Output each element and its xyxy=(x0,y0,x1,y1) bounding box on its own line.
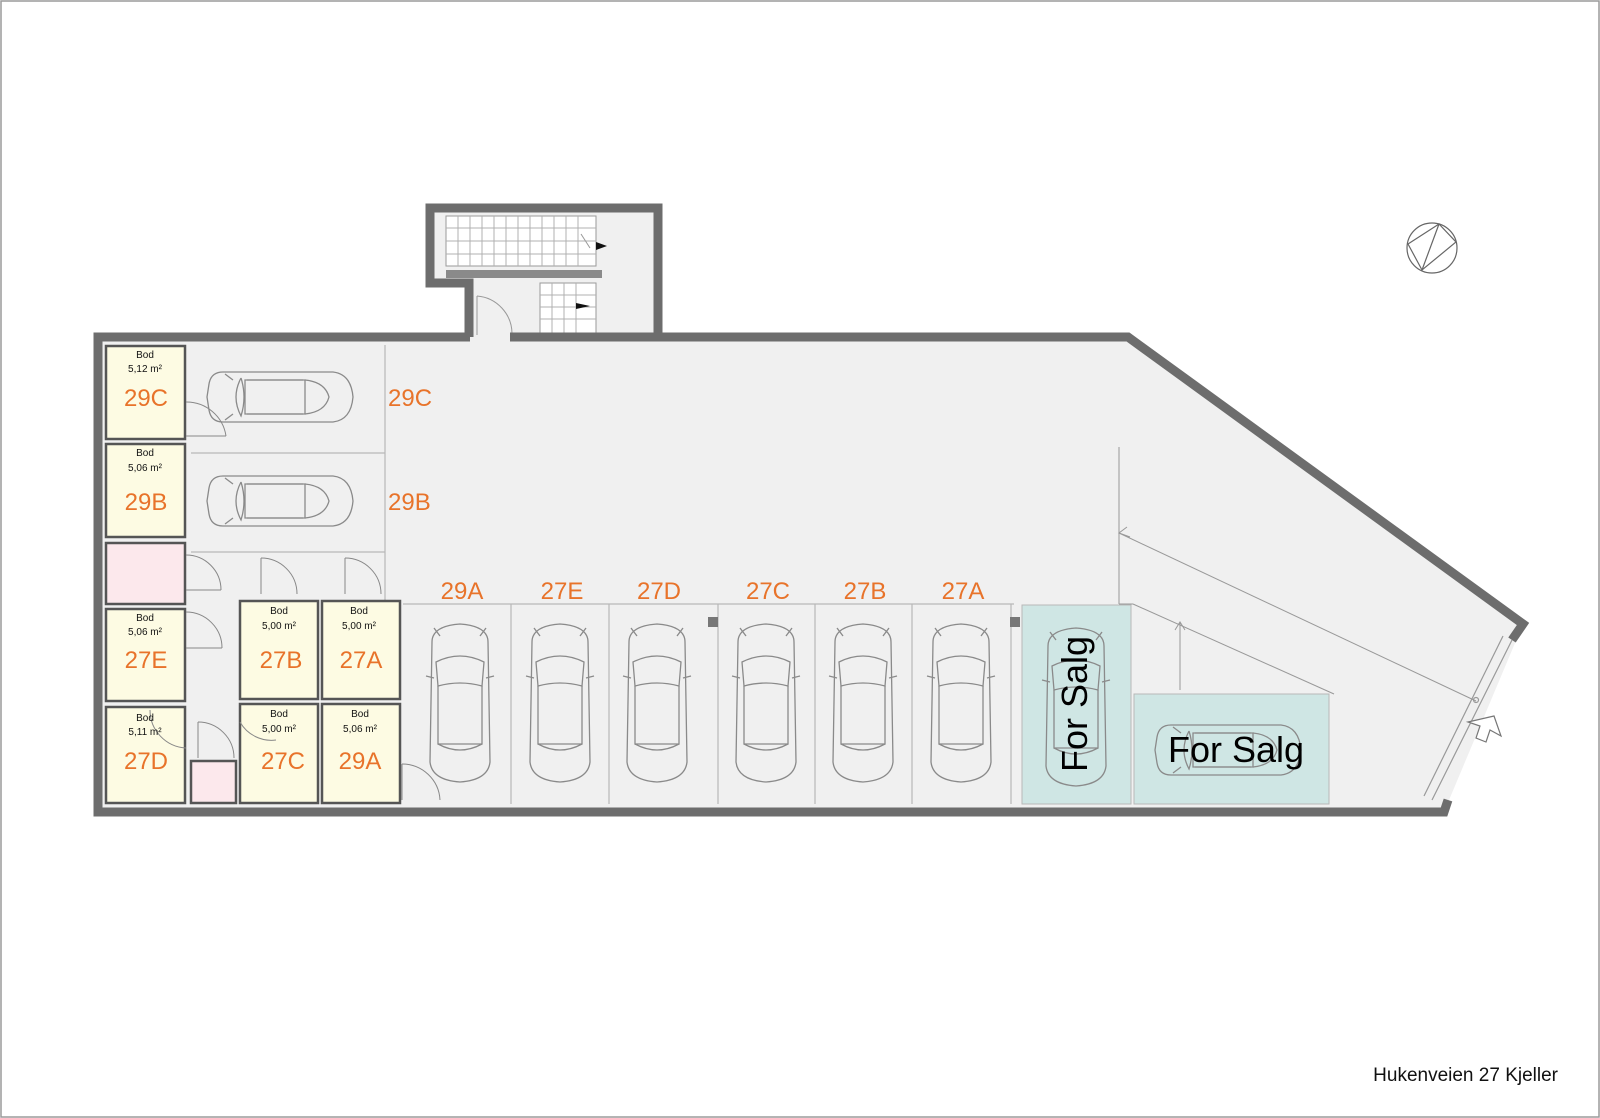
column xyxy=(1010,617,1020,627)
column xyxy=(708,617,718,627)
bod-title: Bod xyxy=(136,713,154,724)
bod-area: 5,06 m² xyxy=(128,627,163,638)
parking-label-row: 27D xyxy=(637,578,681,605)
storage-cells xyxy=(104,344,402,805)
garage-floor xyxy=(98,337,1523,812)
storage-labels: Bod 5,12 m² 29C Bod 5,06 m² 29B Bod 5,06… xyxy=(124,350,382,775)
ramp-lines xyxy=(1117,447,1477,702)
bod-unit: 29C xyxy=(124,385,168,412)
bod-title: Bod xyxy=(270,709,288,720)
parking-label-row: 27E xyxy=(541,578,584,605)
bod-title: Bod xyxy=(350,606,368,617)
for-sale-bay-vertical xyxy=(1021,604,1132,805)
north-arrow-icon xyxy=(1406,222,1458,274)
parking-bays xyxy=(191,345,1014,804)
entrance-arrow-icon xyxy=(1465,715,1503,743)
parking-label-row: 27C xyxy=(746,578,790,605)
bod-title: Bod xyxy=(351,709,369,720)
bod-title: Bod xyxy=(136,613,154,624)
for-sale-bay-horizontal xyxy=(1133,693,1330,805)
bod-area: 5,12 m² xyxy=(128,364,163,375)
bod-title: Bod xyxy=(270,606,288,617)
bod-area: 5,06 m² xyxy=(128,463,163,474)
for-sale-label: For Salg xyxy=(1168,729,1304,770)
bod-area: 5,06 m² xyxy=(343,724,378,735)
door-swings xyxy=(149,401,441,801)
bod-unit: 27B xyxy=(260,647,303,674)
bod-unit: 27C xyxy=(261,748,305,775)
for-sale-label: For Salg xyxy=(1054,636,1095,772)
garage-outer-wall xyxy=(93,332,1530,817)
plan-caption: Hukenveien 27 Kjeller xyxy=(1373,1065,1559,1086)
stair-tower xyxy=(425,203,663,337)
parking-label-row: 27B xyxy=(844,578,887,605)
bod-unit: 27D xyxy=(124,748,168,775)
bod-unit: 29B xyxy=(125,489,168,516)
bod-unit: 27E xyxy=(125,647,168,674)
bod-title: Bod xyxy=(136,350,154,361)
parking-label-side: 29C xyxy=(388,385,432,412)
parking-label-row: 27A xyxy=(942,578,985,605)
bod-area: 5,11 m² xyxy=(128,727,162,738)
bod-unit: 27A xyxy=(340,647,383,674)
parking-label-row: 29A xyxy=(441,578,484,605)
bod-title: Bod xyxy=(136,448,154,459)
parking-label-side: 29B xyxy=(388,489,431,516)
bod-area: 5,00 m² xyxy=(262,724,297,735)
bod-unit: 29A xyxy=(339,748,382,775)
bod-area: 5,00 m² xyxy=(342,621,377,632)
bod-area: 5,00 m² xyxy=(262,621,297,632)
